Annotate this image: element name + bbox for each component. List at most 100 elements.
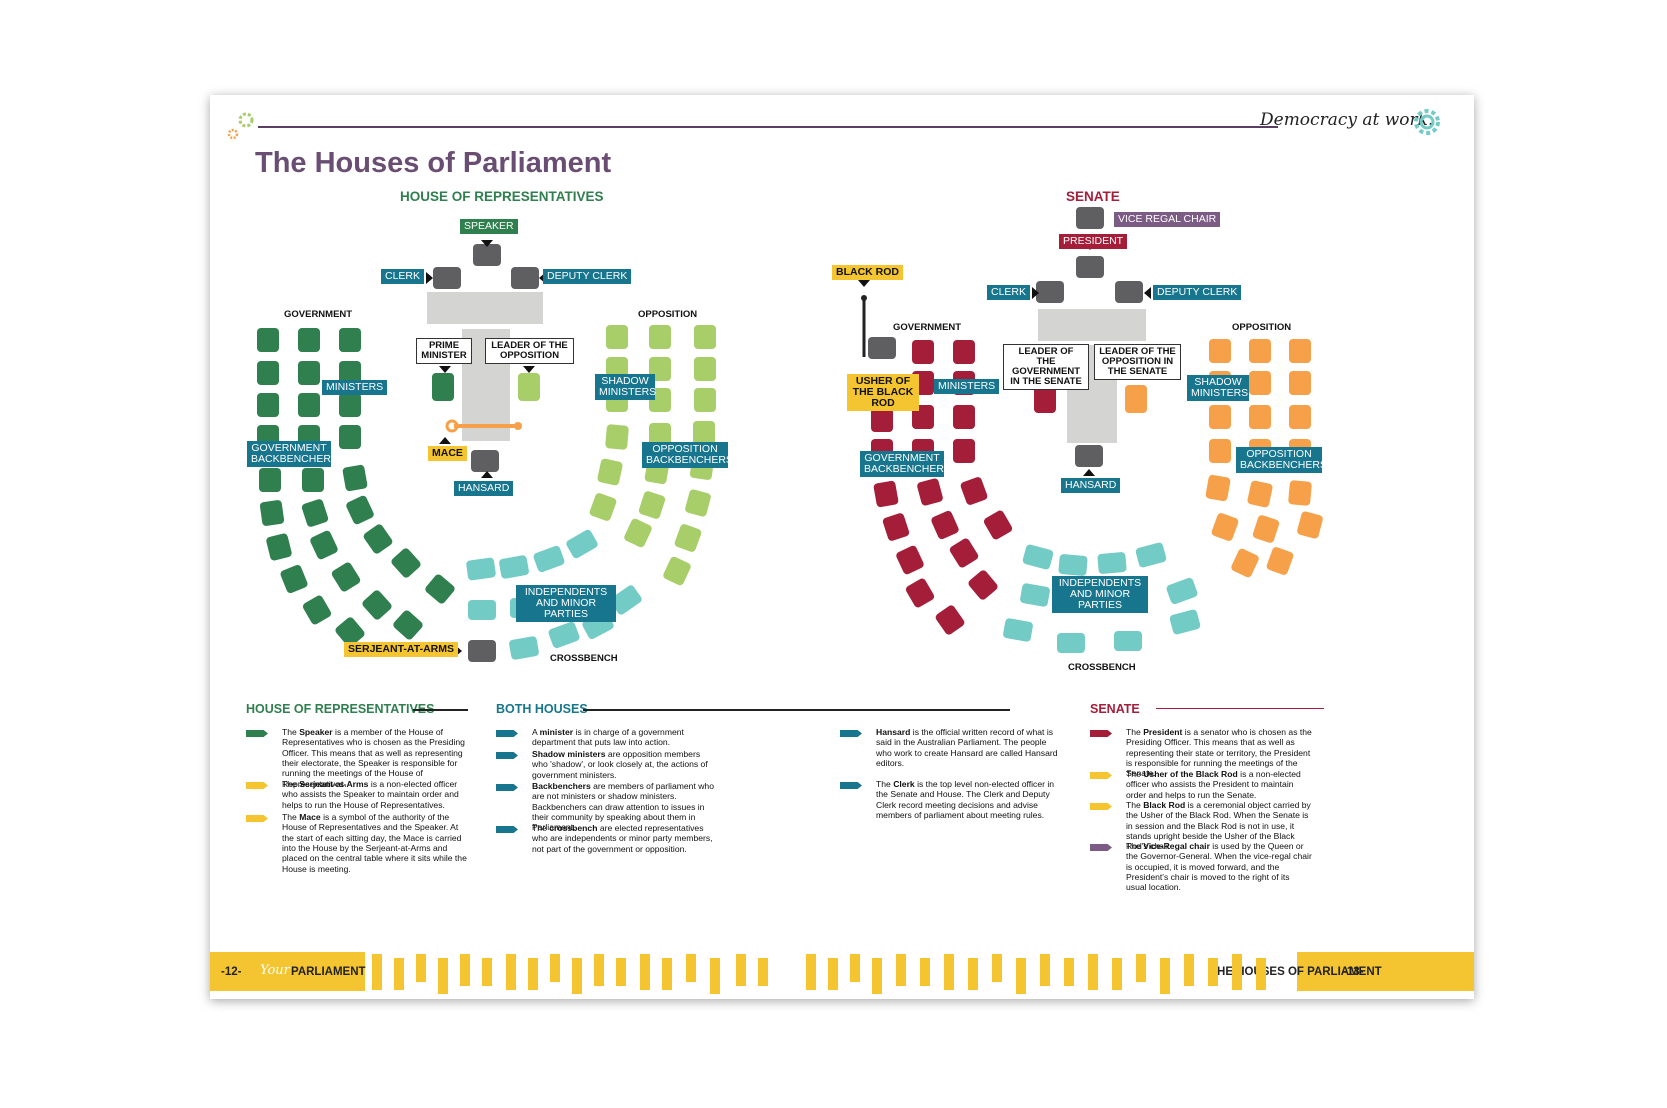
hor-gov-seat [425, 574, 455, 604]
senate-crossbench-label: CROSSBENCH [1068, 662, 1136, 673]
senate-gov-seat [931, 510, 959, 540]
footer-stripe [372, 954, 382, 990]
footer-stripe [594, 954, 604, 986]
senate-clerk-label: CLERK [987, 285, 1031, 301]
hor-prime-minister-label: PRIME MINISTER [416, 338, 472, 364]
senate-opp-seat [1288, 480, 1312, 506]
hor-gov-seat [339, 361, 361, 385]
footer-stripe [438, 958, 448, 994]
hor-opp-backbenchers-label: OPPOSITION BACKBENCHERS [642, 442, 733, 469]
key-item: Shadow ministers are opposition members … [532, 749, 708, 780]
key-hor-heading: HOUSE OF REPRESENTATIVES [246, 702, 435, 716]
hor-officer-seat [468, 640, 496, 662]
hor-opp-seat [638, 491, 666, 519]
key-swatch [1090, 730, 1112, 737]
senate-leader-opp-seat [1125, 385, 1147, 413]
footer-stripe [572, 958, 582, 994]
key-item: The Black Rod is a ceremonial object car… [1126, 800, 1311, 852]
mace-icon [445, 419, 522, 433]
key-swatch [246, 730, 268, 737]
senate-opp-seat [1252, 515, 1280, 543]
key-swatch [246, 782, 268, 789]
hor-shadow-ministers-label: SHADOW MINISTERS [595, 374, 656, 401]
page-number-left: -12- [221, 966, 242, 978]
senate-crossbench-seat [1097, 552, 1127, 574]
key-item: Backbenchers are members of parliament w… [532, 781, 714, 833]
pointer-arrow [1032, 287, 1039, 299]
senate-gov-seat [905, 578, 935, 608]
senate-usher-label: USHER OF THE BLACK ROD [847, 374, 919, 412]
hor-gov-seat [259, 468, 281, 492]
hor-ministers-label: MINISTERS [322, 380, 388, 396]
hor-government-label: GOVERNMENT [284, 309, 353, 320]
footer-stripe [616, 958, 626, 986]
hor-gov-seat [363, 524, 393, 554]
senate-officer-seat [868, 337, 896, 359]
footer-stripe [1160, 958, 1170, 994]
page-title: The Houses of Parliament [255, 147, 612, 179]
senate-leader-gov-seat [1034, 385, 1056, 413]
footer-stripe [1256, 958, 1266, 990]
senate-opp-seat [1249, 405, 1271, 429]
key-swatch [496, 784, 518, 791]
key-both-rule [583, 709, 1010, 711]
key-item: Hansard is the official written record o… [876, 727, 1058, 768]
footer-stripe [872, 958, 882, 994]
hor-officer-seat [473, 244, 501, 266]
hor-crossbench-label: CROSSBENCH [550, 653, 618, 664]
hor-leader-opp-seat [518, 373, 540, 401]
header-rule [258, 126, 1278, 128]
hor-gov-seat [280, 564, 308, 594]
key-item: A minister is in charge of a government … [532, 727, 684, 748]
hor-gov-seat [362, 590, 392, 620]
senate-opp-backbenchers-label: OPPOSITION BACKBENCHERS [1236, 447, 1327, 474]
senate-crossbench-seat [1003, 618, 1033, 642]
senate-crossbench-seat [1020, 583, 1050, 607]
senate-deputy-clerk-label: DEPUTY CLERK [1153, 285, 1242, 301]
hor-crossbench-seat [610, 585, 642, 615]
hor-gov-backbenchers-label: GOVERNMENT BACKBENCHERS [247, 441, 338, 468]
hor-gov-seat [335, 617, 365, 647]
senate-gov-backbenchers-label: GOVERNMENT BACKBENCHERS [860, 451, 951, 478]
footer-stripe [528, 958, 538, 990]
senate-gov-seat [896, 545, 924, 575]
hor-gov-seat [310, 530, 338, 560]
senate-opp-seat [1209, 339, 1231, 363]
brochure-spread: Democracy at work. The Houses of Parliam… [210, 95, 1474, 999]
senate-crossbench-seat [1057, 633, 1085, 653]
hor-table-top [427, 292, 543, 324]
hor-deputy-clerk-label: DEPUTY CLERK [543, 269, 632, 285]
footer-stripe [550, 954, 560, 982]
hor-mace-label: MACE [428, 446, 467, 462]
hor-opp-seat [663, 556, 691, 586]
footer-right-band [1297, 952, 1474, 991]
key-item: The crossbench are elected representativ… [532, 823, 713, 854]
footer-stripe [662, 958, 672, 990]
footer-left-band [210, 952, 365, 991]
hor-officer-seat [511, 267, 539, 289]
senate-opp-seat [1209, 405, 1231, 429]
senate-crossbench-seat [1169, 609, 1201, 635]
key-swatch [1090, 772, 1112, 779]
hor-independents-label: INDEPENDENTS AND MINOR PARTIES [516, 585, 616, 623]
senate-gov-seat [949, 538, 979, 568]
hor-opp-seat [589, 493, 617, 521]
hor-gov-seat [393, 610, 423, 640]
footer-stripe [640, 954, 650, 990]
senate-gov-seat [953, 405, 975, 429]
gear-icon [1414, 109, 1440, 135]
senate-crossbench-seat [1114, 631, 1142, 651]
pointer-arrow [858, 280, 870, 287]
key-both-heading: BOTH HOUSES [496, 702, 588, 716]
hor-crossbench-seat [548, 621, 580, 649]
footer-stripe [1064, 958, 1074, 986]
hor-crossbench-seat [466, 557, 496, 581]
senate-gov-seat [912, 340, 934, 364]
senate-government-label: GOVERNMENT [893, 322, 962, 333]
pointer-arrow [439, 366, 451, 373]
pointer-arrow [481, 240, 493, 247]
chamber-diagrams [257, 207, 1323, 662]
hor-gov-seat [266, 533, 292, 561]
hor-gov-seat [259, 500, 285, 526]
footer-stripe [686, 954, 696, 982]
